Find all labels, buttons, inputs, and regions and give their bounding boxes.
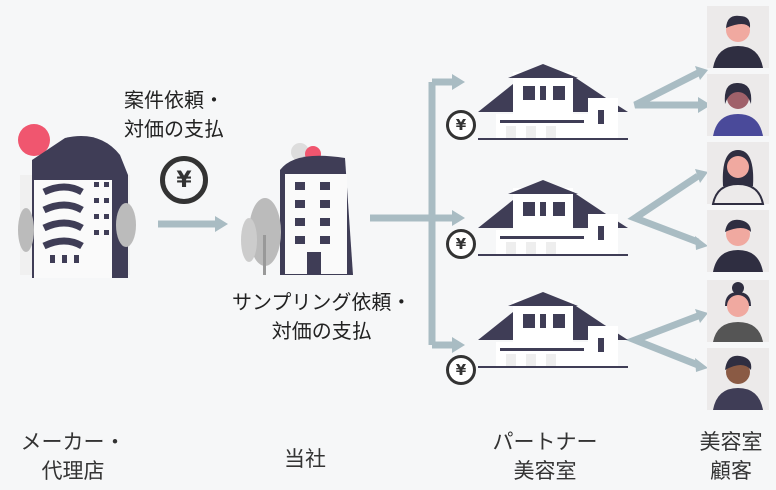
yen-coin-icon: ¥ xyxy=(446,355,476,385)
label-salon-customer: 美容室 顧客 xyxy=(699,430,763,483)
yen-coin-icon: ¥ xyxy=(446,110,476,140)
salon-house-1 xyxy=(478,64,628,140)
yen-coin-icon: ¥ xyxy=(446,229,476,259)
label-company: 当社 xyxy=(284,447,326,471)
yen-coin-icon: ¥ xyxy=(160,156,208,204)
salon-house-2 xyxy=(478,180,628,256)
label-partner-salon: パートナー 美容室 xyxy=(492,430,598,483)
flow-label-sampling-payment: サンプリング依頼・ 対価の支払 xyxy=(232,290,412,343)
arrow-salon3-customers xyxy=(625,312,700,369)
salon-house-3 xyxy=(478,292,628,368)
customer-avatar xyxy=(707,210,769,272)
company-building-illustration xyxy=(241,143,353,275)
maker-building-illustration xyxy=(18,124,136,278)
arrow-salon1-customers xyxy=(633,69,700,109)
arrow-salon2-customers xyxy=(627,173,700,246)
customer-avatar xyxy=(707,142,769,205)
customer-avatar xyxy=(707,280,769,342)
customer-avatar xyxy=(707,348,769,410)
customer-avatar xyxy=(707,6,769,68)
customer-avatar xyxy=(707,74,769,136)
label-maker-agency: メーカー・ 代理店 xyxy=(20,430,126,483)
flow-label-request-payment: 案件依頼・ 対価の支払 xyxy=(124,88,224,141)
